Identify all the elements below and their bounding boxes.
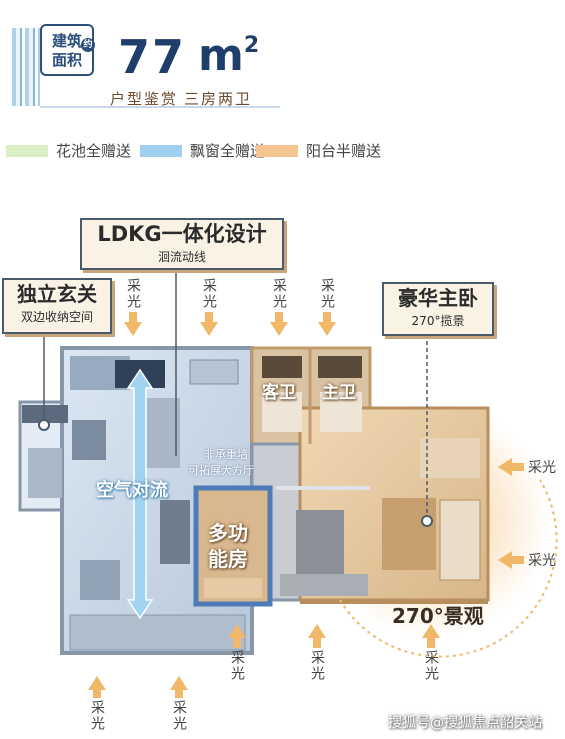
- cabinet: [72, 420, 106, 460]
- legend-swatch: [140, 144, 182, 157]
- master-bed: [382, 498, 436, 570]
- light-indicator: 采光: [200, 278, 218, 336]
- legend-swatch: [256, 144, 298, 157]
- ldkg-callout: LDKG一体化设计 洄流动线: [80, 218, 284, 270]
- master-subtitle: 270°揽景: [411, 314, 465, 328]
- entry-cabinet: [22, 405, 68, 423]
- area-unit: m2: [198, 30, 260, 81]
- badge-line-2: 面积: [51, 51, 82, 69]
- second-wardrobe: [280, 574, 368, 596]
- light-label: 采光: [271, 278, 287, 310]
- area-value: 77: [118, 30, 187, 84]
- badge-sup: 约: [81, 38, 95, 52]
- tv-cabinet: [80, 560, 120, 600]
- light-label: 采光: [125, 278, 141, 310]
- master-bath-fixture: [320, 392, 362, 432]
- master-wall: [300, 600, 488, 604]
- badge-line-1: 建筑: [51, 32, 82, 50]
- second-bed: [296, 510, 344, 574]
- watermark: 搜狐号@搜狐焦点韶关站: [388, 715, 542, 731]
- air-flow-arrow: [126, 368, 154, 620]
- view-arc: [339, 479, 558, 658]
- entry-callout: 独立玄关 双边收纳空间: [2, 278, 112, 334]
- entry-marker: [38, 419, 50, 431]
- subtitle-right: 三房两卫: [184, 90, 253, 108]
- ldkg-title: LDKG一体化设计: [97, 222, 267, 246]
- master-marker: [421, 515, 433, 527]
- guest-bath-label: 客卫: [262, 383, 296, 403]
- light-indicator: 采光: [498, 457, 556, 477]
- air-flow-label: 空气对流: [96, 480, 168, 501]
- master-bay-window: [439, 499, 481, 581]
- wall-note-2: 可拓展大方厅: [188, 464, 254, 477]
- light-indicator: 采光: [170, 676, 188, 732]
- legend-label: 阳台半赠送: [306, 142, 382, 160]
- light-indicator: 采光: [498, 550, 556, 570]
- master-callout: 豪华主卧 270°揽景: [382, 282, 494, 336]
- window-frame: [189, 359, 239, 385]
- light-label: 采光: [201, 278, 217, 310]
- light-label: 采光: [423, 650, 439, 682]
- light-label: 采光: [229, 650, 245, 682]
- light-label: 采光: [319, 278, 335, 310]
- multi-room-label: 多功能房: [208, 521, 248, 571]
- subtitle-left: 户型鉴赏: [110, 90, 179, 108]
- light-indicator: 采光: [270, 278, 288, 336]
- light-label: 采光: [171, 700, 187, 732]
- light-label: 采光: [528, 553, 556, 569]
- legend-label: 飘窗全赠送: [190, 142, 266, 160]
- area-badge: 建筑 面积 约: [40, 24, 95, 76]
- sofa: [160, 500, 190, 564]
- light-indicator: 采光: [124, 278, 142, 336]
- legend-label: 花池全赠送: [56, 142, 132, 160]
- master-bath-label: 主卫: [322, 383, 356, 403]
- guest-bath-window: [262, 356, 302, 378]
- logo-stripes: [12, 28, 40, 106]
- legend-item-balcony: 阳台半赠送: [256, 140, 381, 161]
- light-indicator: 采光: [318, 278, 336, 336]
- shoe-cabinet: [28, 448, 62, 498]
- legend-item-flower: 花池全赠送: [6, 140, 131, 161]
- header-divider: [40, 106, 280, 108]
- legend-item-bay-window: 飘窗全赠送: [140, 140, 265, 161]
- light-indicator: 采光: [228, 624, 246, 682]
- legend-swatch: [6, 144, 48, 157]
- guest-bath-fixture: [262, 392, 302, 432]
- multi-room-desk: [204, 578, 262, 598]
- light-indicator: 采光: [422, 624, 440, 682]
- ldkg-subtitle: 洄流动线: [157, 250, 206, 264]
- master-wardrobe: [420, 438, 480, 478]
- light-label: 采光: [309, 650, 325, 682]
- light-indicator: 采光: [308, 624, 326, 682]
- area-unit-sup: 2: [243, 33, 260, 58]
- light-indicator: 采光: [88, 676, 106, 732]
- light-label: 采光: [89, 700, 105, 732]
- entry-subtitle: 双边收纳空间: [20, 310, 93, 324]
- entry-title: 独立玄关: [17, 282, 97, 306]
- master-bath-window: [318, 356, 362, 378]
- light-label: 采光: [528, 460, 556, 476]
- master-title: 豪华主卧: [398, 286, 478, 310]
- living-balcony: [69, 614, 246, 651]
- wall-note-1: 非承重墙: [204, 448, 248, 461]
